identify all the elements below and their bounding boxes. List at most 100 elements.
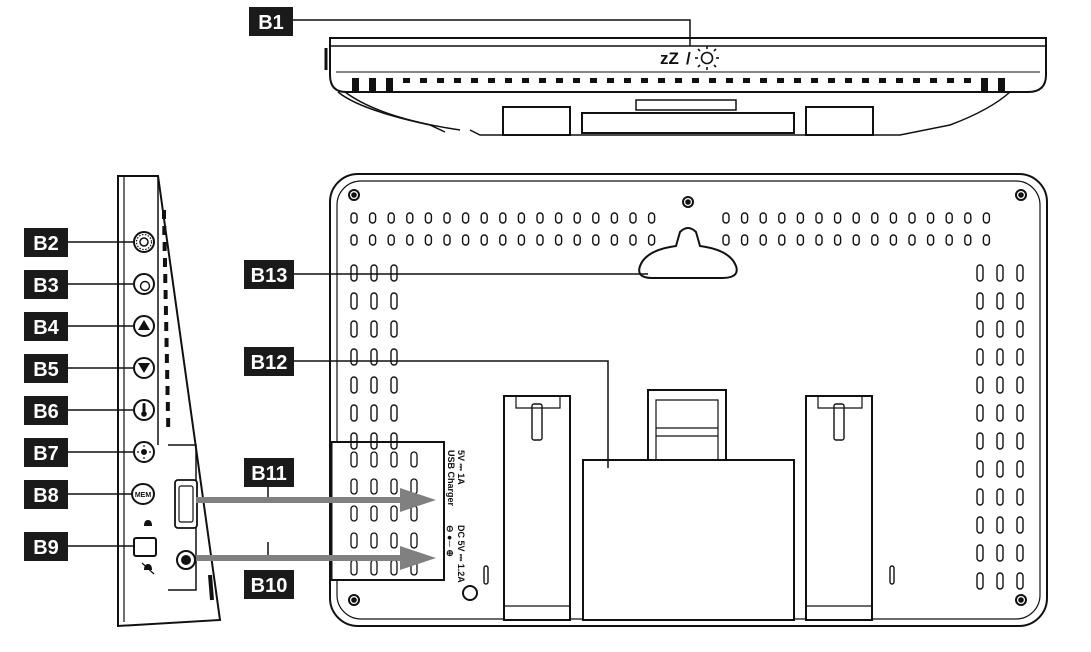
label-b8-text: B8 bbox=[33, 485, 59, 507]
vent-hole bbox=[1016, 292, 1024, 310]
vent-hole bbox=[1016, 376, 1024, 394]
button-mem[interactable]: MEM bbox=[131, 483, 155, 505]
label-b4-text: B4 bbox=[33, 317, 59, 339]
vent-slot bbox=[164, 322, 169, 331]
vent-hole bbox=[976, 432, 984, 450]
vent-hole bbox=[390, 532, 398, 549]
label-b1: B1 bbox=[249, 7, 293, 36]
vent-slot bbox=[760, 78, 767, 83]
vent-hole bbox=[390, 505, 398, 522]
vent-hole bbox=[406, 212, 414, 224]
vent-hole bbox=[370, 432, 378, 450]
button-light-settings[interactable] bbox=[133, 231, 155, 253]
label-b2: B2 bbox=[24, 228, 68, 257]
vent-slot bbox=[692, 78, 699, 83]
vent-hole bbox=[410, 532, 418, 549]
vent-hole bbox=[926, 234, 935, 246]
alarm-switch[interactable] bbox=[133, 520, 157, 575]
vent-hole bbox=[996, 404, 1004, 422]
vent-hole bbox=[852, 234, 860, 246]
vent-slot bbox=[913, 78, 920, 83]
button-brightness[interactable] bbox=[133, 441, 155, 463]
vent-hole bbox=[996, 544, 1004, 562]
vent-slot bbox=[556, 78, 563, 83]
label-b6-text: B6 bbox=[33, 401, 59, 423]
vent-hole bbox=[833, 234, 842, 246]
vent-slot bbox=[879, 78, 886, 83]
label-b2-text: B2 bbox=[33, 233, 59, 255]
vent-hole bbox=[833, 212, 842, 224]
vent-hole bbox=[889, 234, 898, 246]
vent-hole bbox=[424, 234, 433, 246]
label-b7-text: B7 bbox=[33, 443, 59, 465]
vent-hole bbox=[740, 212, 749, 224]
vent-slot bbox=[437, 78, 444, 83]
vent-hole bbox=[889, 212, 898, 224]
back-view bbox=[329, 173, 1048, 627]
vent-hole bbox=[573, 212, 581, 224]
vent-hole bbox=[350, 505, 358, 522]
vent-hole bbox=[976, 292, 984, 310]
vent-slot bbox=[165, 402, 170, 411]
label-b6: B6 bbox=[24, 396, 68, 425]
vent-hole bbox=[350, 404, 358, 422]
button-alarm[interactable] bbox=[133, 273, 155, 295]
vent-hole bbox=[370, 292, 378, 310]
vent-hole bbox=[370, 264, 378, 282]
vent-hole bbox=[996, 572, 1004, 590]
vent-hole bbox=[976, 264, 984, 282]
button-temperature[interactable] bbox=[133, 399, 155, 421]
button-down[interactable] bbox=[133, 357, 155, 379]
vent-slot bbox=[522, 78, 529, 83]
vent-hole bbox=[815, 212, 823, 224]
vent-hole bbox=[390, 451, 398, 468]
label-b11: B11 bbox=[244, 458, 294, 487]
vent-hole bbox=[976, 488, 984, 506]
vent-hole bbox=[480, 234, 488, 246]
vent-slot bbox=[165, 370, 170, 379]
vent-hole bbox=[945, 234, 953, 246]
vent-hole bbox=[350, 451, 358, 468]
vent-hole bbox=[982, 212, 991, 224]
vent-slot bbox=[166, 418, 171, 427]
vent-slot bbox=[471, 78, 478, 83]
bell-icon bbox=[144, 520, 152, 526]
vent-slot bbox=[164, 354, 169, 363]
vent-slot bbox=[403, 78, 410, 83]
vent-hole bbox=[410, 451, 418, 468]
vent-hole bbox=[370, 451, 378, 468]
vent-hole bbox=[1016, 544, 1024, 562]
vent-hole bbox=[976, 376, 984, 394]
vent-hole bbox=[926, 212, 935, 224]
vent-hole bbox=[647, 234, 656, 246]
vent-slot bbox=[794, 78, 801, 83]
vent-hole bbox=[370, 348, 378, 366]
vent-hole bbox=[554, 212, 563, 224]
vent-slot bbox=[420, 78, 427, 83]
vent-hole bbox=[387, 212, 395, 224]
back-vent-holes bbox=[350, 212, 1024, 590]
vent-slot bbox=[505, 78, 512, 83]
vent-hole bbox=[647, 212, 656, 224]
vent-hole bbox=[461, 234, 470, 246]
vent-hole bbox=[350, 432, 358, 450]
vent-slot bbox=[726, 78, 733, 83]
vent-hole bbox=[778, 212, 786, 224]
vent-hole bbox=[390, 432, 398, 450]
label-b7: B7 bbox=[24, 438, 68, 467]
button-up[interactable] bbox=[133, 315, 155, 337]
vent-slot bbox=[641, 78, 648, 83]
vent-hole bbox=[964, 212, 972, 224]
vent-hole bbox=[350, 532, 358, 549]
vent-slot bbox=[845, 78, 852, 83]
vent-slot bbox=[162, 242, 167, 251]
vent-hole bbox=[629, 234, 637, 246]
vent-hole bbox=[350, 292, 358, 310]
label-b13: B13 bbox=[244, 260, 294, 289]
down-arrow-icon bbox=[138, 363, 150, 373]
sleep-symbol: zZ bbox=[660, 49, 679, 68]
vent-hole bbox=[778, 234, 786, 246]
vent-hole bbox=[390, 264, 398, 282]
vent-hole bbox=[996, 432, 1004, 450]
vent-hole bbox=[390, 320, 398, 338]
